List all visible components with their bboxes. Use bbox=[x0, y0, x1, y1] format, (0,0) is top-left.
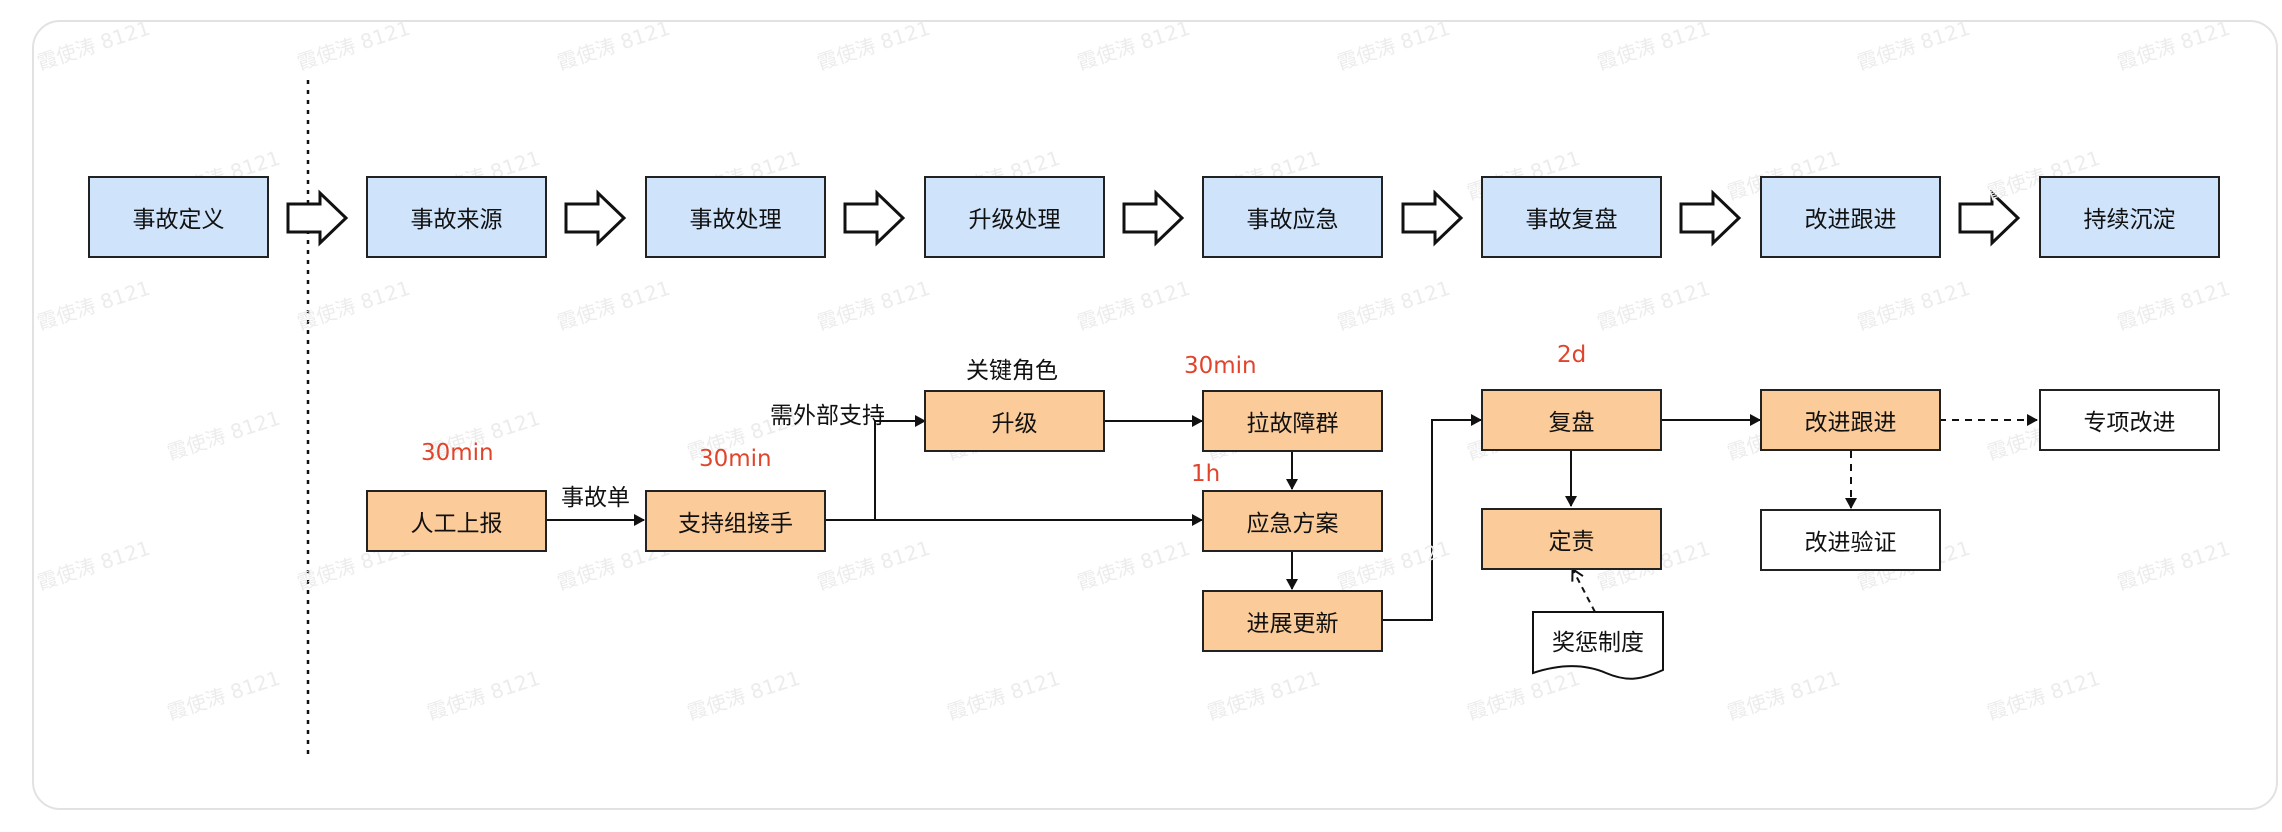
watermark-text: 霞使涛 8121 bbox=[34, 276, 153, 335]
watermark-text: 霞使涛 8121 bbox=[164, 406, 283, 465]
watermark-text: 霞使涛 8121 bbox=[2114, 276, 2233, 335]
stage-improvement: 改进跟进 bbox=[1760, 176, 1941, 258]
node-special-improve: 专项改进 bbox=[2039, 389, 2220, 451]
watermark-text: 霞使涛 8121 bbox=[1204, 666, 1323, 725]
watermark-text: 霞使涛 8121 bbox=[1854, 16, 1973, 75]
stage-emergency: 事故应急 bbox=[1202, 176, 1383, 258]
watermark-text: 霞使涛 8121 bbox=[424, 666, 543, 725]
timing-report: 30min bbox=[421, 440, 494, 466]
watermark-text: 霞使涛 8121 bbox=[1334, 16, 1453, 75]
watermark-text: 霞使涛 8121 bbox=[1854, 276, 1973, 335]
watermark-text: 霞使涛 8121 bbox=[554, 16, 673, 75]
label-incident-ticket: 事故单 bbox=[561, 485, 630, 511]
watermark-text: 霞使涛 8121 bbox=[684, 666, 803, 725]
watermark-text: 霞使涛 8121 bbox=[164, 666, 283, 725]
node-emergency-plan: 应急方案 bbox=[1202, 490, 1383, 552]
node-support-team: 支持组接手 bbox=[645, 490, 826, 552]
stage-arrow-3 bbox=[843, 189, 906, 247]
node-reward-punish: 奖惩制度 bbox=[1552, 630, 1644, 656]
node-review: 复盘 bbox=[1481, 389, 1662, 451]
watermark-text: 霞使涛 8121 bbox=[1074, 276, 1193, 335]
stage-review: 事故复盘 bbox=[1481, 176, 1662, 258]
connector-progress-to-review bbox=[1382, 414, 1482, 621]
watermark-text: 霞使涛 8121 bbox=[814, 16, 933, 75]
watermark-text: 霞使涛 8121 bbox=[554, 276, 673, 335]
label-key-role: 关键角色 bbox=[966, 358, 1058, 384]
watermark-text: 霞使涛 8121 bbox=[34, 536, 153, 595]
watermark-text: 霞使涛 8121 bbox=[1594, 276, 1713, 335]
stage-incident-handling: 事故处理 bbox=[645, 176, 826, 258]
watermark-text: 霞使涛 8121 bbox=[1334, 276, 1453, 335]
watermark-text: 霞使涛 8121 bbox=[34, 16, 153, 75]
watermark-text: 霞使涛 8121 bbox=[2114, 16, 2233, 75]
watermark-layer: 霞使涛 8121 霞使涛 8121 霞使涛 8121 霞使涛 8121 霞使涛 8121… bbox=[34, 16, 2233, 725]
node-accountability: 定责 bbox=[1481, 508, 1662, 570]
watermark-text: 霞使涛 8121 bbox=[1074, 16, 1193, 75]
timing-review: 2d bbox=[1557, 342, 1587, 368]
node-progress-update: 进展更新 bbox=[1202, 590, 1383, 652]
node-escalate: 升级 bbox=[924, 390, 1105, 452]
node-improve-follow: 改进跟进 bbox=[1760, 389, 1941, 451]
watermark-text: 霞使涛 8121 bbox=[2114, 536, 2233, 595]
node-fault-group: 拉故障群 bbox=[1202, 390, 1383, 452]
stage-incident-source: 事故来源 bbox=[366, 176, 547, 258]
watermark-text: 霞使涛 8121 bbox=[814, 536, 933, 595]
stage-incident-definition: 事故定义 bbox=[88, 176, 269, 258]
watermark-text: 霞使涛 8121 bbox=[294, 16, 413, 75]
watermark-text: 霞使涛 8121 bbox=[1984, 666, 2103, 725]
timing-fault-group: 30min bbox=[1184, 353, 1257, 379]
watermark-text: 霞使涛 8121 bbox=[1594, 16, 1713, 75]
stage-arrow-1 bbox=[286, 189, 349, 247]
watermark-text: 霞使涛 8121 bbox=[814, 276, 933, 335]
stage-arrow-2 bbox=[564, 189, 627, 247]
stage-escalation: 升级处理 bbox=[924, 176, 1105, 258]
watermark-text: 霞使涛 8121 bbox=[1464, 666, 1583, 725]
reward-document-shape bbox=[1532, 611, 1664, 680]
label-need-external: 需外部支持 bbox=[770, 403, 885, 429]
stage-arrow-6 bbox=[1679, 189, 1742, 247]
stage-arrow-5 bbox=[1401, 189, 1464, 247]
node-manual-report: 人工上报 bbox=[366, 490, 547, 552]
stage-arrow-7 bbox=[1958, 189, 2021, 247]
watermark-text: 霞使涛 8121 bbox=[294, 276, 413, 335]
timing-emergency: 1h bbox=[1191, 461, 1221, 487]
watermark-text: 霞使涛 8121 bbox=[1074, 536, 1193, 595]
node-improve-verify: 改进验证 bbox=[1760, 509, 1941, 571]
stage-arrow-4 bbox=[1122, 189, 1185, 247]
connector-support-to-escalate bbox=[874, 415, 926, 520]
timing-support: 30min bbox=[699, 446, 772, 472]
watermark-text: 霞使涛 8121 bbox=[944, 666, 1063, 725]
connector-reward-to-accountability bbox=[1573, 570, 1596, 613]
watermark-text: 霞使涛 8121 bbox=[1724, 666, 1843, 725]
stage-continuous: 持续沉淀 bbox=[2039, 176, 2220, 258]
stage-arrows bbox=[286, 189, 2021, 247]
